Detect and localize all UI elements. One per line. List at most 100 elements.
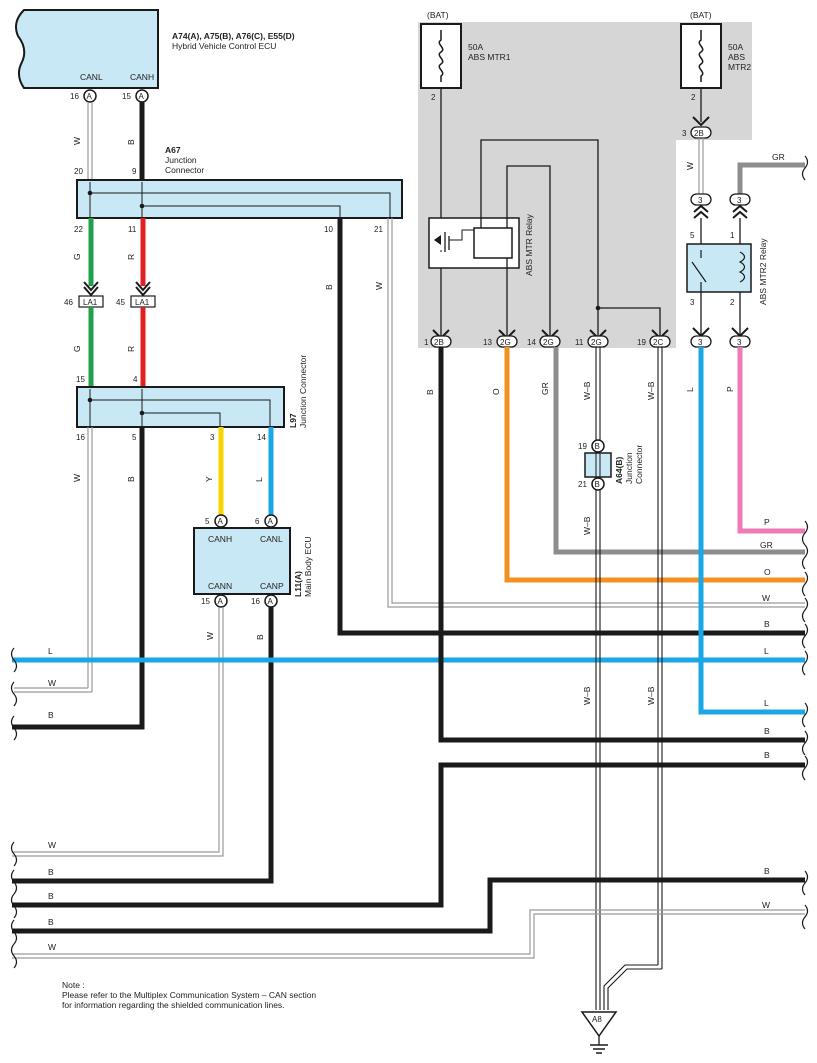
fuse-abs-mtr2: (BAT) 50A ABS MTR2 2 — [680, 10, 751, 102]
wire-label-g-2: G — [72, 345, 82, 352]
a67-pin-22: 22 — [74, 225, 83, 234]
edge-label-b-1: B — [764, 619, 770, 629]
wire-label-w-2: W — [72, 474, 82, 482]
break-marks — [10, 155, 809, 969]
relay1-name: ABS MTR Relay — [524, 213, 534, 276]
wire-label-wb-3: W–B — [582, 516, 592, 535]
wire-label-b-4: B — [324, 284, 334, 290]
left-label-w-1: W — [48, 678, 56, 688]
fuse1-rating: 50A — [468, 42, 483, 52]
l11-canp-label: CANP — [260, 581, 284, 591]
left-label-w-2: W — [48, 840, 56, 850]
hv-ecu-pins: A 16 A 15 — [70, 89, 149, 103]
l11-conn-a-2: A — [268, 517, 274, 526]
relay2-top-conn-left: 3 — [698, 196, 703, 205]
hv-ecu-name: Hybrid Vehicle Control ECU — [172, 41, 276, 51]
a67-pin-20: 20 — [74, 167, 83, 176]
l11-name: Main Body ECU — [303, 537, 313, 597]
left-label-b-4: B — [48, 917, 54, 927]
la1-left-label: LA1 — [83, 298, 98, 307]
relay2-pin-5: 5 — [690, 231, 695, 240]
fuse1-pin: 2 — [431, 93, 436, 102]
wire-label-b-5: B — [425, 389, 435, 395]
edge-label-w-2: W — [762, 900, 770, 910]
conn-2b-top-label: 2B — [694, 129, 704, 138]
fuse-abs-mtr1: (BAT) 50A ABS MTR1 2 — [420, 10, 511, 102]
note-line-1: Please refer to the Multiplex Communicat… — [62, 990, 317, 1000]
a67-code: A67 — [165, 145, 181, 155]
wire-label-g-1: G — [72, 253, 82, 260]
a67-junction-connector: A67 Junction Connector — [76, 145, 403, 219]
left-label-l: L — [48, 646, 53, 656]
wire-label-wb-1: W–B — [582, 381, 592, 400]
bottom-conn-1-label: 2B — [434, 338, 444, 347]
l97-junction-connector: L97 Junction Connector — [76, 355, 308, 428]
l11-conn-a-4: A — [268, 597, 274, 606]
wire-label-w-3: W — [205, 632, 215, 640]
wire-label-b-1: B — [126, 139, 136, 145]
a64-name-1: Junction — [624, 452, 634, 484]
fuse2-bat: (BAT) — [690, 10, 712, 20]
wire-label-b-2: B — [126, 476, 136, 482]
a67-name-2: Connector — [165, 165, 204, 175]
wire-label-o-1: O — [491, 388, 501, 395]
relay2-bottom-conn-left: 3 — [698, 338, 703, 347]
a64-pin-21: 21 — [578, 480, 587, 489]
a64-code: A64(B) — [614, 456, 624, 484]
l97-pin-16: 16 — [76, 433, 85, 442]
l97-pin-15: 15 — [76, 375, 85, 384]
main-body-ecu: A 5 A 6 CANH CANL CANN CANP A 15 A 16 L1… — [193, 514, 313, 608]
hv-ecu-code: A74(A), A75(B), A76(C), E55(D) — [172, 31, 295, 41]
l11-pin-6: 6 — [255, 517, 260, 526]
edge-label-p: P — [764, 517, 770, 527]
a67-pin-11: 11 — [128, 225, 137, 234]
l11-pin-15: 15 — [201, 597, 210, 606]
bottom-conn-1-pin: 1 — [424, 338, 429, 347]
bottom-conn-2-label: 2G — [500, 338, 511, 347]
bottom-conn-2-pin: 13 — [483, 338, 492, 347]
l97-pin-5: 5 — [132, 433, 137, 442]
wire-label-w-1: W — [72, 137, 82, 145]
wire-label-b-3: B — [255, 634, 265, 640]
wire-label-y: Y — [204, 476, 214, 482]
left-label-w-3: W — [48, 942, 56, 952]
bottom-conn-5-pin: 19 — [637, 338, 646, 347]
l11-code: L11(A) — [293, 571, 303, 597]
a67-pin-9: 9 — [132, 167, 137, 176]
wire-label-r-1: R — [126, 254, 136, 260]
wire-label-w-5: W — [685, 162, 695, 170]
relay2-bottom-conn-right: 3 — [737, 338, 742, 347]
edge-label-b-3: B — [764, 750, 770, 760]
note-line-2: for information regarding the shielded c… — [62, 1000, 285, 1010]
wire-label-gr-2: GR — [772, 152, 785, 162]
a64-name-2: Connector — [634, 445, 644, 484]
a64-conn-b-1: B — [595, 442, 600, 451]
note-block: Note : Please refer to the Multiplex Com… — [62, 980, 316, 1010]
bottom-conn-4-label: 2G — [591, 338, 602, 347]
hv-ecu-canl-label: CANL — [80, 72, 103, 82]
edge-label-l-2: L — [764, 698, 769, 708]
l11-pin-16: 16 — [251, 597, 260, 606]
ground-a8: A8 — [580, 1011, 618, 1054]
hv-ecu-canh-label: CANH — [130, 72, 154, 82]
fuse2-name-2: MTR2 — [728, 62, 751, 72]
wire-label-w-4: W — [374, 282, 384, 290]
hv-ecu-pin-canh: 15 — [122, 92, 131, 101]
relay2-name: ABS MTR2 Relay — [758, 238, 768, 305]
l11-cann-label: CANN — [208, 581, 232, 591]
relay2-pin-3: 3 — [690, 298, 695, 307]
a64-conn-b-2: B — [595, 480, 600, 489]
a67-name-1: Junction — [165, 155, 197, 165]
wire-label-l-1: L — [254, 477, 264, 482]
edge-label-l-1: L — [764, 646, 769, 656]
l11-conn-a-3: A — [218, 597, 224, 606]
wire-label-wb-4: W–B — [582, 686, 592, 705]
ground-label: A8 — [592, 1015, 602, 1024]
hv-ecu-pin-canl: 16 — [70, 92, 79, 101]
hybrid-vehicle-control-ecu: CANL CANH A74(A), A75(B), A76(C), E55(D)… — [15, 9, 295, 89]
fuse2-pin: 2 — [691, 93, 696, 102]
fuse1-name: ABS MTR1 — [468, 52, 511, 62]
l11-canl-label: CANL — [260, 534, 283, 544]
edge-label-b-4: B — [764, 866, 770, 876]
